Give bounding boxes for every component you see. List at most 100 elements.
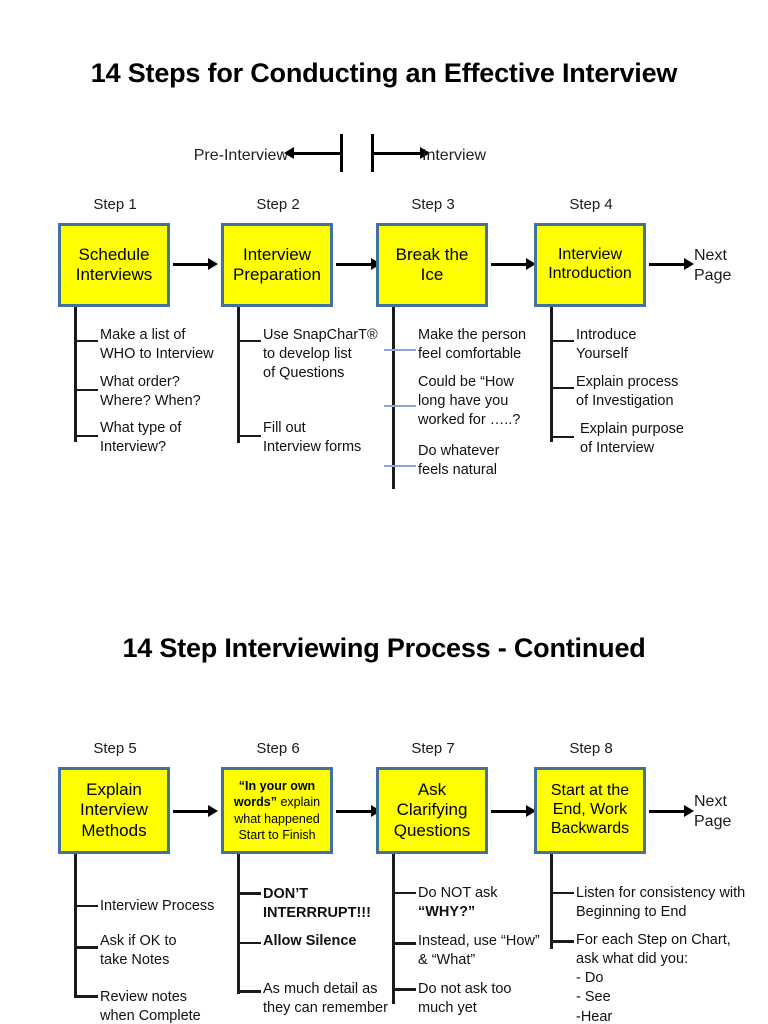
connector-arrow-7-8 xyxy=(491,805,536,817)
step-label-7: Step 7 xyxy=(411,740,455,757)
connector-arrow-8-next xyxy=(649,805,694,817)
bracket-tick xyxy=(550,387,574,389)
phase-label-interview: Interview xyxy=(422,147,487,164)
bullet-item: Instead, use “How” & “What” xyxy=(418,933,540,969)
bracket-spine-5 xyxy=(74,854,77,996)
bracket-tick xyxy=(384,349,416,351)
step-box-2[interactable]: Interview Preparation xyxy=(221,223,333,307)
bracket-tick xyxy=(392,892,416,894)
connector-arrow-1-2 xyxy=(173,258,218,270)
bullet-item: Could be “How long have you worked for …… xyxy=(418,374,521,429)
bracket-spine-3 xyxy=(392,307,395,489)
slide-one: 14 Steps for Conducting an Effective Int… xyxy=(0,58,768,489)
step-box-3[interactable]: Break the Ice xyxy=(376,223,488,307)
bracket-tick xyxy=(74,995,98,998)
step-label-3: Step 3 xyxy=(411,196,455,213)
phase-divider: Pre-Interview Interview xyxy=(0,134,768,173)
step-box-8-text: Start at the End, Work Backwards xyxy=(550,782,630,837)
bracket-tick xyxy=(74,389,98,391)
bullet-item: Listen for consistency with Beginning to… xyxy=(576,885,746,921)
bullet-item: Ask if OK to take Notes xyxy=(100,933,177,969)
step-box-1[interactable]: Schedule Interviews xyxy=(58,223,170,307)
step-label-2: Step 2 xyxy=(256,196,300,213)
connector-arrow-3-4 xyxy=(491,258,536,270)
bullet-item: Allow Silence xyxy=(263,933,357,949)
arrow-head-left-icon xyxy=(284,147,294,159)
step-label-4: Step 4 xyxy=(569,196,613,213)
bullet-item: For each Step on Chart, ask what did you… xyxy=(576,932,731,1024)
arrow-right-icon xyxy=(373,147,430,159)
arrow-left-icon xyxy=(284,147,341,159)
step-box-7[interactable]: Ask Clarifying Questions xyxy=(376,767,488,854)
bullet-item: Fill out Interview forms xyxy=(263,420,362,456)
page-title-1: 14 Steps for Conducting an Effective Int… xyxy=(90,58,678,88)
connector-arrow-4-next xyxy=(649,258,694,270)
bullet-item: Do NOT ask “WHY?” xyxy=(418,885,498,921)
bullet-item: As much detail as they can remember xyxy=(263,981,388,1017)
step-box-6-text: “In your own words” explain what happene… xyxy=(233,778,321,843)
phase-bar-left xyxy=(340,134,343,172)
phase-label-pre-interview: Pre-Interview xyxy=(193,147,288,164)
step-box-5-text: Explain Interview Methods xyxy=(79,780,149,840)
bracket-tick xyxy=(74,340,98,342)
step-label-6: Step 6 xyxy=(256,740,300,757)
bracket-tick xyxy=(550,940,574,943)
bracket-tick xyxy=(550,340,574,342)
bullet-item: Introduce Yourself xyxy=(576,327,637,363)
step-label-5: Step 5 xyxy=(93,740,137,757)
bracket-spine-4 xyxy=(550,307,553,442)
step-box-8[interactable]: Start at the End, Work Backwards xyxy=(534,767,646,854)
bracket-tick xyxy=(384,405,416,407)
bracket-tick xyxy=(237,942,261,944)
arrow-head-icon xyxy=(526,805,536,817)
step-label-8: Step 8 xyxy=(569,740,613,757)
bullet-item: Explain purpose of Interview xyxy=(580,421,684,457)
bracket-tick xyxy=(237,892,261,895)
step-box-4-text: Interview Introduction xyxy=(548,246,632,282)
bullet-item: Do not ask too much yet xyxy=(418,981,512,1017)
bracket-spine-2 xyxy=(237,307,240,443)
bracket-tick xyxy=(392,988,416,991)
bullet-item: Make a list of WHO to Interview xyxy=(100,327,214,363)
slide-two: 14 Step Interviewing Process - Continued… xyxy=(0,600,768,1024)
bullet-item: Do whatever feels natural xyxy=(418,443,500,479)
bullet-item: Explain process of Investigation xyxy=(576,374,679,410)
step-box-1-text: Schedule Interviews xyxy=(75,244,153,284)
arrow-head-icon xyxy=(684,258,694,270)
bullet-item: Make the person feel comfortable xyxy=(418,327,527,363)
step-box-6[interactable]: “In your own words” explain what happene… xyxy=(221,767,333,854)
next-page-label: Next Page xyxy=(694,793,732,830)
bracket-tick xyxy=(74,946,98,949)
page-title-2: 14 Step Interviewing Process - Continued xyxy=(122,633,646,663)
bullet-item: DON’T INTERRRUPT!!! xyxy=(263,886,371,922)
bullet-item: Interview Process xyxy=(100,898,215,914)
bracket-spine-7 xyxy=(392,854,395,1004)
bullet-item: What type of Interview? xyxy=(100,420,182,456)
bullet-item: Review notes when Complete xyxy=(100,989,201,1024)
step-box-5[interactable]: Explain Interview Methods xyxy=(58,767,170,854)
step-box-2-text: Interview Preparation xyxy=(233,244,321,284)
bullet-item: What order? Where? When? xyxy=(100,374,201,410)
next-page-label: Next Page xyxy=(694,247,732,284)
step-box-3-text: Break the Ice xyxy=(395,244,469,284)
bracket-tick xyxy=(237,340,261,342)
arrow-head-icon xyxy=(526,258,536,270)
bracket-tick xyxy=(74,905,98,907)
step-box-4[interactable]: Interview Introduction xyxy=(534,223,646,307)
arrow-head-icon xyxy=(684,805,694,817)
bracket-spine-6 xyxy=(237,854,240,994)
bracket-tick xyxy=(74,435,98,437)
arrow-head-right-icon xyxy=(420,147,430,159)
bracket-spine-1 xyxy=(74,307,77,442)
step-label-1: Step 1 xyxy=(93,196,137,213)
bracket-tick xyxy=(237,435,261,437)
arrow-head-icon xyxy=(208,258,218,270)
arrow-head-icon xyxy=(208,805,218,817)
connector-arrow-5-6 xyxy=(173,805,218,817)
bracket-tick xyxy=(384,465,416,467)
connector-arrow-6-7 xyxy=(336,805,381,817)
bracket-tick xyxy=(550,892,574,894)
bracket-spine-8 xyxy=(550,854,553,949)
phase-bar-right xyxy=(371,134,374,172)
